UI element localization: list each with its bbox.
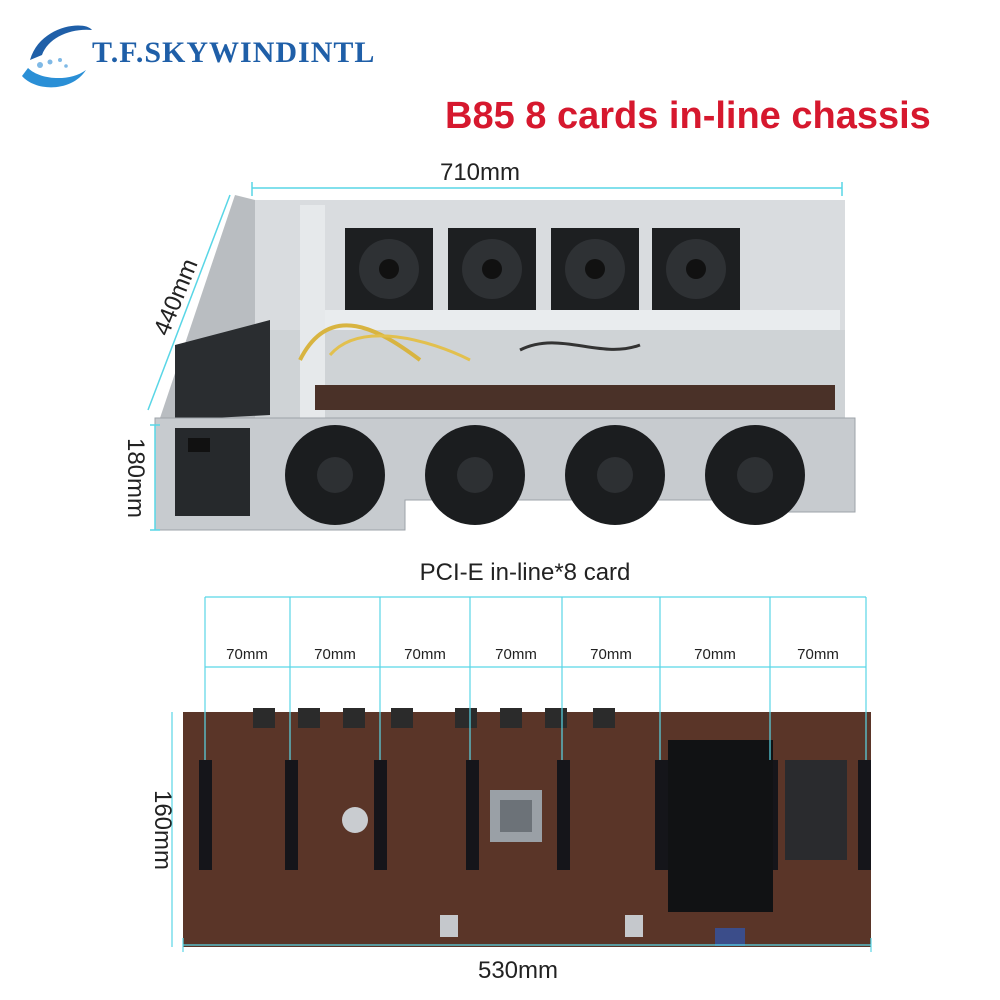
motherboard-photo (183, 708, 871, 947)
internal-fans (345, 228, 740, 310)
swirl-logo-icon (22, 25, 92, 88)
board-dimension-lines (171, 596, 872, 952)
board-height-label: 160mm (149, 790, 176, 870)
board-caption: PCI-E in-line*8 card (420, 559, 631, 586)
pitch-labels: 70mm 70mm 70mm 70mm 70mm 70mm 70mm (226, 646, 839, 663)
chassis-width-label: 710mm (440, 159, 520, 186)
headline: B85 8 cards in-line chassis (445, 95, 931, 137)
pitch-label: 70mm (797, 646, 839, 663)
pitch-label: 70mm (404, 646, 446, 663)
chassis-photo (154, 195, 856, 531)
chassis-dimension-lines (147, 182, 843, 531)
pitch-label: 70mm (590, 646, 632, 663)
pitch-label: 70mm (694, 646, 736, 663)
pitch-label: 70mm (226, 646, 268, 663)
pitch-label: 70mm (495, 646, 537, 663)
front-fans (285, 425, 805, 525)
pitch-label: 70mm (314, 646, 356, 663)
chassis-height-label: 180mm (122, 438, 149, 518)
brand-name: T.F.SKYWINDINTL (92, 36, 376, 69)
board-width-label: 530mm (478, 957, 558, 984)
